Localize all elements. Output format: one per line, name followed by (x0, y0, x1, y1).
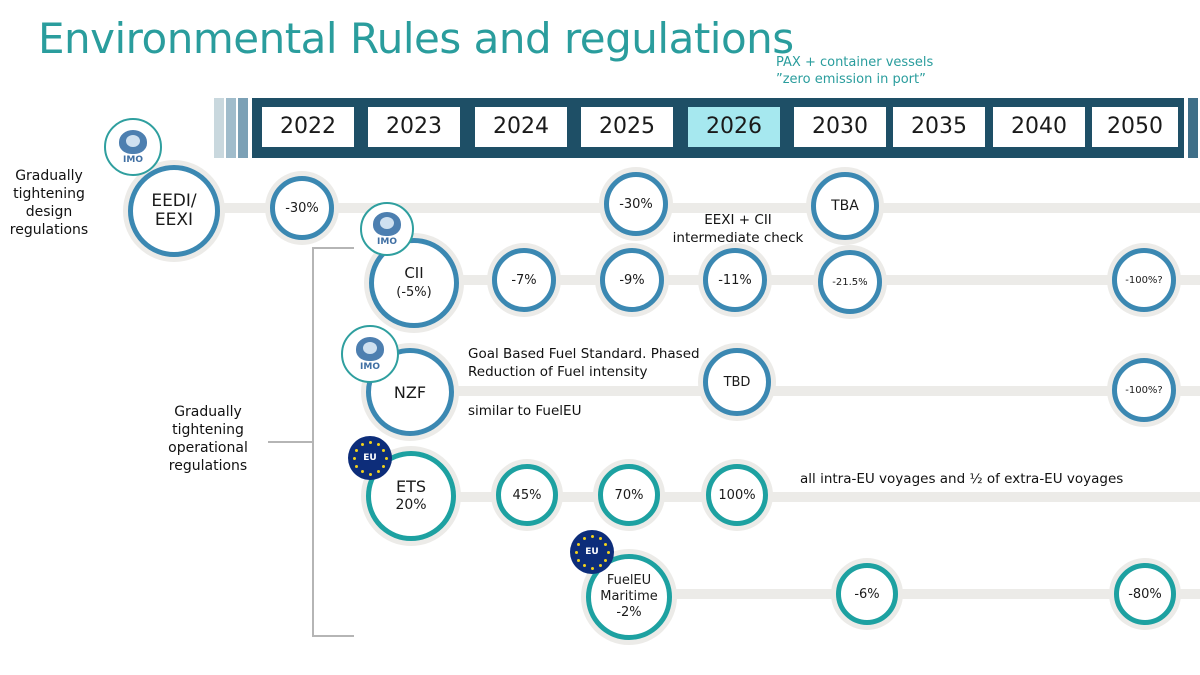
eu-star-icon (382, 464, 386, 468)
eu-star-icon (360, 470, 364, 474)
eu-flag-icon: EU (570, 530, 614, 574)
nzf-step-2026: TBD (703, 348, 771, 416)
ets-step-2025: 70% (598, 464, 660, 526)
cii-step-2026: -11% (703, 248, 767, 312)
cii-step-2025: -9% (600, 248, 664, 312)
ets-step-2024: 45% (496, 464, 558, 526)
eu-star-icon (376, 470, 380, 474)
eu-star-icon (376, 442, 380, 446)
eu-star-icon (360, 442, 364, 446)
nzf-similar-note: similar to FuelEU (468, 403, 582, 419)
eu-star-icon (354, 464, 358, 468)
year-2026-highlighted: 2026 (688, 107, 780, 147)
imo-logo: IMO (360, 202, 414, 256)
operational-bracket (312, 247, 354, 637)
eu-star-icon (574, 550, 578, 554)
year-2025: 2025 (581, 107, 673, 147)
fueleu-step-2050: -80% (1114, 563, 1176, 625)
year-2040: 2040 (993, 107, 1085, 147)
operational-bracket-connector (268, 441, 314, 443)
eedi-track (175, 203, 1200, 213)
eu-star-icon (590, 566, 594, 570)
fueleu-maritime-node: FuelEU Maritime -2% (586, 554, 672, 640)
page-title: Environmental Rules and regulations (38, 14, 794, 63)
eedi-step-2022: -30% (270, 176, 334, 240)
eedi-step-2030: TBA (811, 172, 879, 240)
imo-emblem-icon (373, 211, 401, 236)
eu-star-icon (582, 564, 586, 568)
eu-star-icon (368, 472, 372, 476)
year-bar-stub-end (1188, 98, 1198, 158)
cii-step-2050: -100%? (1112, 248, 1176, 312)
eu-star-icon (582, 536, 586, 540)
cii-track (420, 275, 1200, 285)
imo-logo: IMO (341, 325, 399, 383)
eedi-eexi-node: EEDI/ EEXI (128, 165, 220, 257)
eu-flag-icon: EU (348, 436, 392, 480)
year-2024: 2024 (475, 107, 567, 147)
nzf-step-2050: -100%? (1112, 358, 1176, 422)
note-line-2: ”zero emission in port” (776, 72, 926, 87)
ets-voyages-note: all intra-EU voyages and ½ of extra-EU v… (800, 471, 1124, 487)
year-2022: 2022 (262, 107, 354, 147)
eu-star-icon (598, 564, 602, 568)
imo-emblem-icon (356, 336, 384, 361)
eu-star-icon (384, 456, 388, 460)
eu-star-icon (576, 558, 580, 562)
year-2035: 2035 (893, 107, 985, 147)
nzf-note: Goal Based Fuel Standard. Phased Reducti… (468, 346, 700, 380)
ets-track (420, 492, 1200, 502)
nzf-track (420, 386, 1200, 396)
imo-emblem-icon (119, 129, 147, 154)
eu-star-icon (352, 456, 356, 460)
year-2050: 2050 (1092, 107, 1178, 147)
year-bar-stub-3 (238, 98, 248, 158)
eexi-cii-note: EEXI + CII intermediate check (672, 212, 804, 246)
eu-star-icon (368, 440, 372, 444)
eu-star-icon (354, 448, 358, 452)
year-2023: 2023 (368, 107, 460, 147)
eedi-step-2025: -30% (604, 172, 668, 236)
eu-star-icon (590, 534, 594, 538)
note-line-1: PAX + container vessels (776, 55, 934, 70)
eu-star-icon (604, 542, 608, 546)
year-bar-stub-1 (214, 98, 224, 158)
eu-star-icon (604, 558, 608, 562)
eu-star-icon (606, 550, 610, 554)
year-2030: 2030 (794, 107, 886, 147)
imo-logo: IMO (104, 118, 162, 176)
cii-step-2024: -7% (492, 248, 556, 312)
fueleu-track (628, 589, 1200, 599)
eu-star-icon (382, 448, 386, 452)
eu-star-icon (598, 536, 602, 540)
year-bar-stub-2 (226, 98, 236, 158)
fueleu-step-2030: -6% (836, 563, 898, 625)
eu-star-icon (576, 542, 580, 546)
ets-step-2026: 100% (706, 464, 768, 526)
cii-step-2030: -21.5% (818, 250, 882, 314)
design-regulations-label: Gradually tightening design regulations (9, 168, 89, 238)
zero-emission-note: PAX + container vessels ”zero emission i… (776, 54, 933, 88)
operational-regulations-label: Gradually tightening operational regulat… (168, 404, 248, 474)
